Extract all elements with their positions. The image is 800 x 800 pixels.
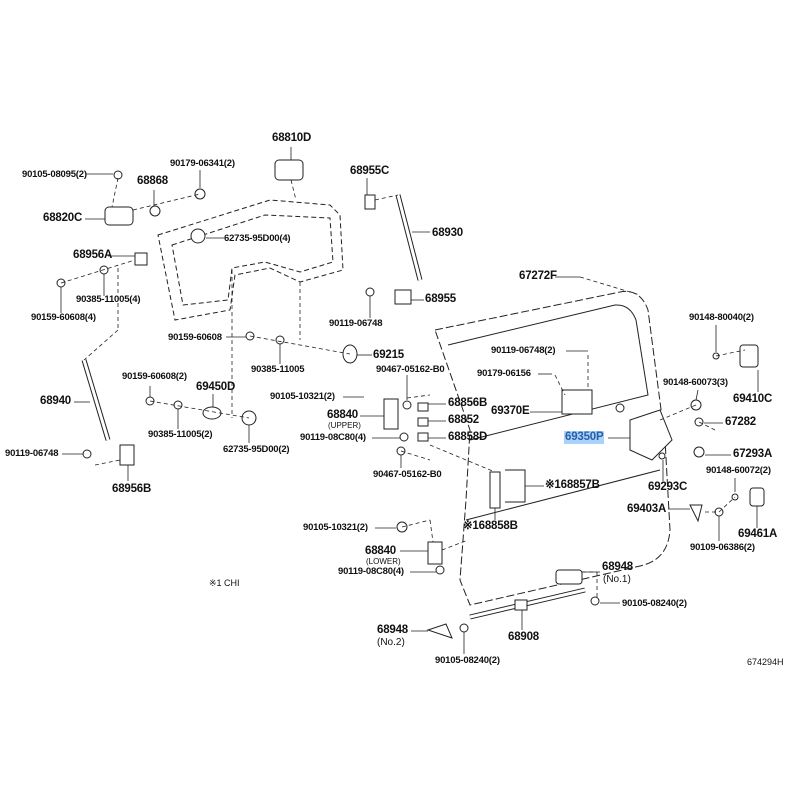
part-label-68930[interactable]: 68930 — [432, 227, 463, 239]
part-label-90179-06341[interactable]: 90179-06341(2) — [170, 158, 235, 169]
part-label-69350P-highlighted[interactable]: 69350P — [564, 431, 605, 444]
part-label-90385-11005[interactable]: 90385-11005 — [251, 364, 305, 375]
part-label-69403A[interactable]: 69403A — [627, 503, 667, 515]
part-label-68868[interactable]: 68868 — [137, 175, 168, 187]
part-label-68857B[interactable]: ※168857B — [545, 479, 600, 491]
upper-note: (UPPER) — [328, 421, 361, 430]
part-label-90467-05162-B0-lower[interactable]: 90467-05162-B0 — [373, 469, 442, 480]
part-label-68956A[interactable]: 68956A — [73, 249, 113, 261]
part-label-90148-80040[interactable]: 90148-80040(2) — [689, 312, 754, 323]
part-shapes — [56, 159, 765, 639]
part-label-68956B[interactable]: 68956B — [112, 483, 152, 495]
leader-lines — [60, 147, 759, 654]
back-door-glass-frame — [157, 199, 344, 321]
part-label-62735-95D00-2[interactable]: 62735-95D00(2) — [223, 444, 290, 455]
part-label-90385-11005-2[interactable]: 90385-11005(2) — [148, 429, 213, 440]
part-label-68852[interactable]: 68852 — [448, 414, 479, 426]
part-label-90385-11005-4[interactable]: 90385-11005(4) — [76, 294, 141, 305]
part-label-90105-10321-lower[interactable]: 90105-10321(2) — [303, 522, 368, 533]
part-label-90119-08C80-upper[interactable]: 90119-08C80(4) — [300, 432, 366, 443]
part-label-90179-06156[interactable]: 90179-06156 — [477, 368, 531, 379]
part-label-90105-08240-a[interactable]: 90105-08240(2) — [622, 598, 687, 609]
no2-note: (No.2) — [377, 637, 405, 648]
part-label-68856B[interactable]: 68856B — [448, 397, 488, 409]
strut-68930 — [395, 194, 423, 281]
part-label-90105-08095[interactable]: 90105-08095(2) — [22, 169, 87, 180]
part-label-69370E[interactable]: 69370E — [491, 405, 530, 417]
part-label-68810D[interactable]: 68810D — [272, 132, 312, 144]
part-label-90119-06748-2[interactable]: 90119-06748(2) — [491, 345, 556, 356]
lower-note: (LOWER) — [366, 557, 401, 566]
part-label-90148-60073[interactable]: 90148-60073(3) — [663, 377, 728, 388]
part-label-90119-06748-lower[interactable]: 90119-06748 — [5, 448, 59, 459]
part-label-90467-05162-B0-upper[interactable]: 90467-05162-B0 — [376, 364, 445, 375]
part-label-68948-no2[interactable]: 68948 — [377, 624, 408, 636]
footnote: ※1 CHI — [209, 578, 240, 588]
part-label-90105-10321-upper[interactable]: 90105-10321(2) — [270, 391, 335, 402]
part-label-68820C[interactable]: 68820C — [43, 212, 83, 224]
strut-68940 — [81, 359, 111, 441]
back-door-panel — [434, 290, 671, 606]
part-label-90159-60608-4[interactable]: 90159-60608(4) — [31, 312, 96, 323]
part-label-62735-95D00-4[interactable]: 62735-95D00(4) — [224, 233, 291, 244]
part-label-68858D[interactable]: 68858D — [448, 431, 488, 443]
no1-note: (No.1) — [603, 574, 631, 585]
part-label-68955C[interactable]: 68955C — [350, 165, 390, 177]
part-label-69215[interactable]: 69215 — [373, 349, 404, 361]
diagram-code: 674294H — [747, 657, 784, 667]
part-label-68940[interactable]: 68940 — [40, 395, 71, 407]
part-label-90105-08240-b[interactable]: 90105-08240(2) — [435, 655, 500, 666]
part-label-90159-60608-2[interactable]: 90159-60608(2) — [122, 371, 187, 382]
part-label-90119-06748[interactable]: 90119-06748 — [329, 318, 383, 329]
part-label-90159-60608[interactable]: 90159-60608 — [168, 332, 222, 343]
dashed-connectors — [60, 177, 746, 597]
part-label-90119-08C80-lower[interactable]: 90119-08C80(4) — [338, 566, 404, 577]
part-label-69410C[interactable]: 69410C — [733, 393, 773, 405]
part-label-69461A[interactable]: 69461A — [738, 528, 778, 540]
part-label-90148-60072[interactable]: 90148-60072(2) — [706, 465, 771, 476]
part-label-69293C[interactable]: 69293C — [648, 481, 688, 493]
part-label-90109-06386[interactable]: 90109-06386(2) — [690, 542, 755, 553]
part-label-68908[interactable]: 68908 — [508, 631, 539, 643]
part-label-68840-upper[interactable]: 68840 — [327, 409, 358, 421]
part-label-69450D[interactable]: 69450D — [196, 381, 236, 393]
part-label-67272F[interactable]: 67272F — [519, 270, 557, 282]
part-label-68948-no1[interactable]: 68948 — [602, 561, 633, 573]
part-label-67282[interactable]: 67282 — [725, 416, 756, 428]
part-label-68858B[interactable]: ※168858B — [463, 520, 518, 532]
part-label-68955[interactable]: 68955 — [425, 293, 456, 305]
part-label-67293A[interactable]: 67293A — [733, 448, 773, 460]
part-label-68840-lower[interactable]: 68840 — [365, 545, 396, 557]
